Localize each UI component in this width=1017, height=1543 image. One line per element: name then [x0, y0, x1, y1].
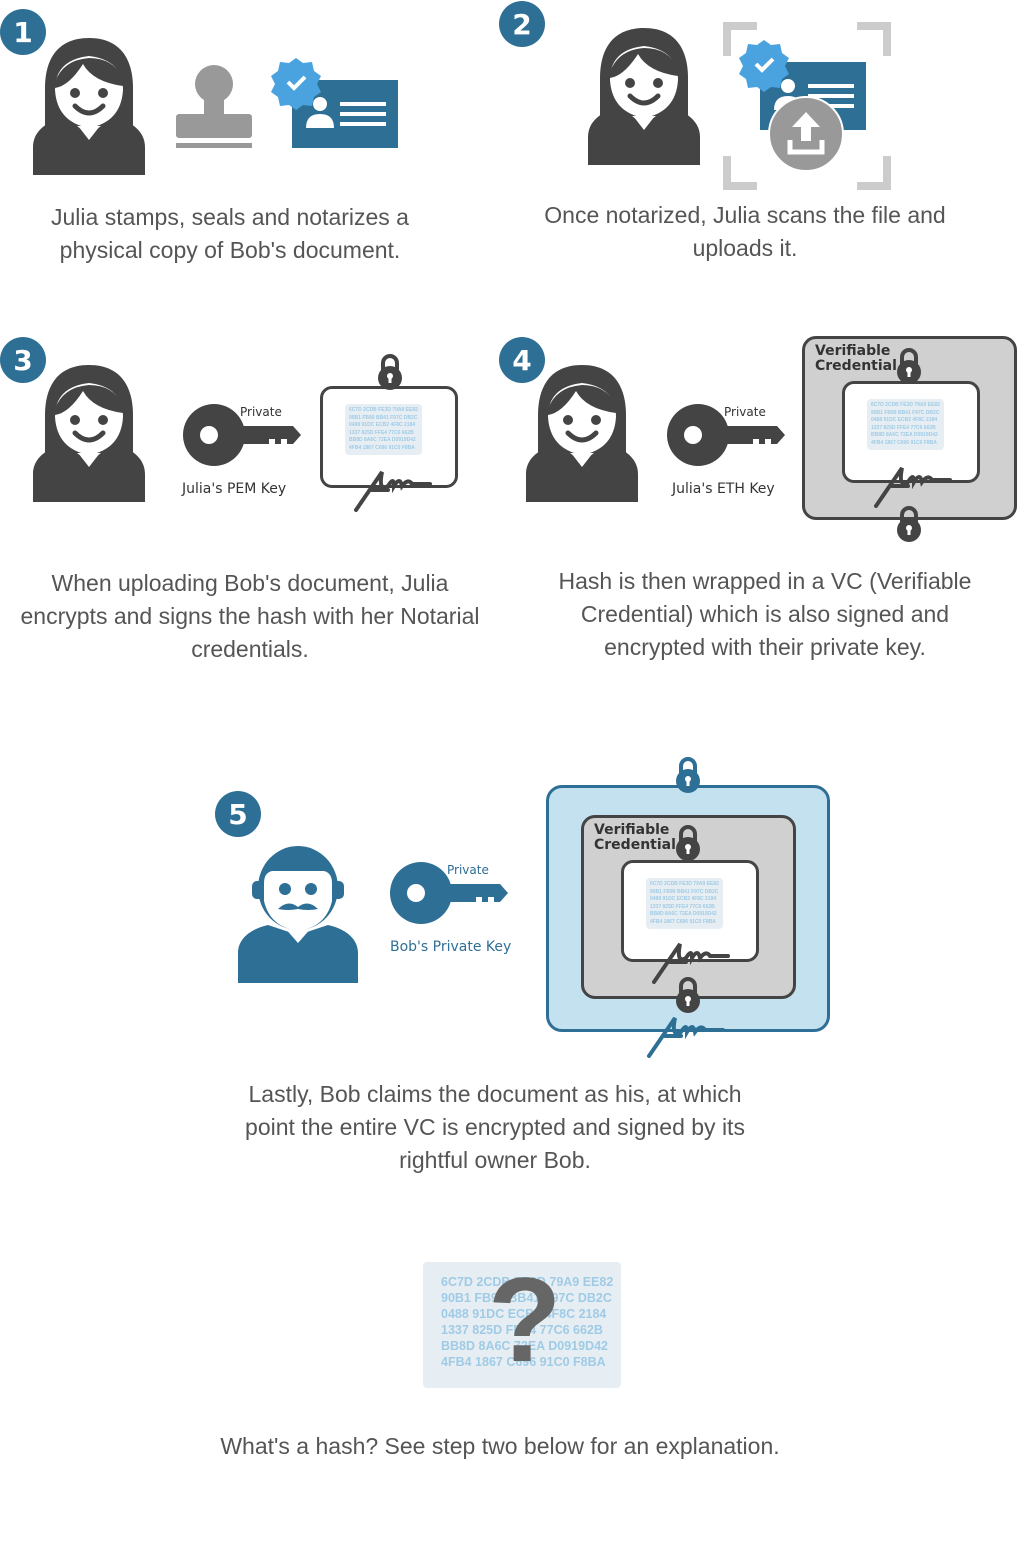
upload-icon [768, 96, 844, 172]
hash-explanation-link-text: What's a hash? See step two below for an… [220, 1433, 780, 1459]
step-5-badge: 5 [215, 791, 261, 837]
key-tag: Private [447, 863, 489, 877]
step-4-badge: 4 [499, 337, 545, 383]
hash-line: 1337 825D FFE4 77C6 662B [349, 429, 414, 436]
step-number: 3 [13, 343, 33, 377]
step-3-badge: 3 [0, 337, 46, 383]
hash-line: BB8D 8A6C 72EA D0919D42 [650, 911, 717, 917]
hash-line: 90B1 FB99 BB41 F97C DB2C [650, 888, 719, 895]
step-number: 2 [512, 7, 532, 41]
step-1-badge: 1 [0, 9, 46, 55]
vc-title: Verifiable Credential [594, 822, 676, 853]
julia-avatar-icon [33, 38, 145, 175]
hash-line: 6C7D 2CDB FE3D 79A9 EE82 [441, 1275, 614, 1289]
step-2-badge: 2 [499, 1, 545, 47]
hash-line: 6C7D 2CDB FE3D 79A9 EE82 [871, 402, 940, 408]
question-mark-icon: ? [488, 1253, 562, 1387]
step-number: 4 [512, 343, 532, 377]
hash-line: 0488 91DC ECB2 4F8C 2184 [441, 1307, 607, 1321]
hash-line: 4FB4 1867 C696 91C0 F8BA [349, 444, 415, 451]
signature-icon [645, 1012, 725, 1062]
julia-avatar-icon [588, 28, 700, 165]
lock-icon [895, 348, 923, 388]
hash-line: 4FB4 1867 C696 91C0 F8BA [650, 918, 716, 925]
hash-line: 6C7D 2CDB FE3D 79A9 EE82 [650, 881, 719, 887]
signature-icon [650, 938, 730, 988]
julia-avatar-icon [526, 365, 638, 502]
key-label: Julia's ETH Key [672, 481, 775, 497]
hash-line: BB8D 8A6C 72EA D0919D42 [871, 432, 938, 438]
key-tag: Private [240, 405, 282, 419]
step-3-caption: When uploading Bob's document, Julia enc… [20, 570, 480, 662]
vc-title: Verifiable Credential [815, 343, 897, 374]
lock-icon [674, 825, 702, 865]
hash-line: BB8D 8A6C 72EA D0919D42 [349, 437, 416, 443]
hash-line: 4FB4 1867 C696 91C0 F8BA [441, 1355, 606, 1369]
stamp-icon [176, 65, 252, 148]
hash-line: BB8D 8A6C 72EA D0919D42 [441, 1339, 608, 1353]
signature-icon [352, 466, 432, 516]
private-key-icon [667, 404, 785, 470]
key-label: Julia's PEM Key [182, 481, 287, 497]
lock-icon [376, 354, 404, 394]
hash-line: 90B1 FB99 BB41 F97C DB2C [349, 414, 418, 421]
step-number: 1 [13, 15, 33, 49]
key-tag: Private [724, 405, 766, 419]
key-label: Bob's Private Key [390, 939, 512, 955]
lock-icon [895, 506, 923, 546]
step-2-caption: Once notarized, Julia scans the file and… [544, 202, 946, 261]
step-1-caption: Julia stamps, seals and notarizes a phys… [51, 204, 409, 263]
hash-line: 0488 91DC ECB2 4F8C 2184 [349, 422, 416, 428]
hash-line: 6C7D 2CDB FE3D 79A9 EE82 [349, 407, 418, 413]
hash-line: 90B1 FB99 BB41 F97C DB2C [871, 409, 940, 416]
hash-line: 90B1 FB99 BB41 F97C DB2C [441, 1291, 612, 1305]
private-key-icon [183, 404, 301, 470]
step-4-caption: Hash is then wrapped in a VC (Verifiable… [558, 568, 972, 660]
signature-icon [872, 462, 952, 512]
scan-frame-icon [723, 22, 891, 190]
id-card-verified-icon [270, 58, 400, 154]
hash-example: 6C7D 2CDB FE3D 79A9 EE82 90B1 FB99 BB41 F… [423, 1262, 621, 1388]
hash-line: 0488 91DC ECB2 4F8C 2184 [650, 896, 717, 902]
hash-line: 0488 91DC ECB2 4F8C 2184 [871, 417, 938, 423]
hash-line: 1337 825D FFE4 77C6 662B [441, 1323, 603, 1337]
bob-avatar-icon [238, 846, 358, 983]
hash-line: 1337 825D FFE4 77C6 662B [871, 424, 936, 431]
julia-avatar-icon [33, 365, 145, 502]
lock-icon [674, 977, 702, 1017]
private-key-icon [390, 862, 508, 928]
hash-line: 4FB4 1867 C696 91C0 F8BA [871, 439, 937, 446]
step-5-caption: Lastly, Bob claims the document as his, … [245, 1081, 745, 1173]
step-number: 5 [228, 797, 248, 831]
hash-line: 1337 825D FFE4 77C6 662B [650, 903, 715, 910]
lock-icon [674, 757, 702, 797]
